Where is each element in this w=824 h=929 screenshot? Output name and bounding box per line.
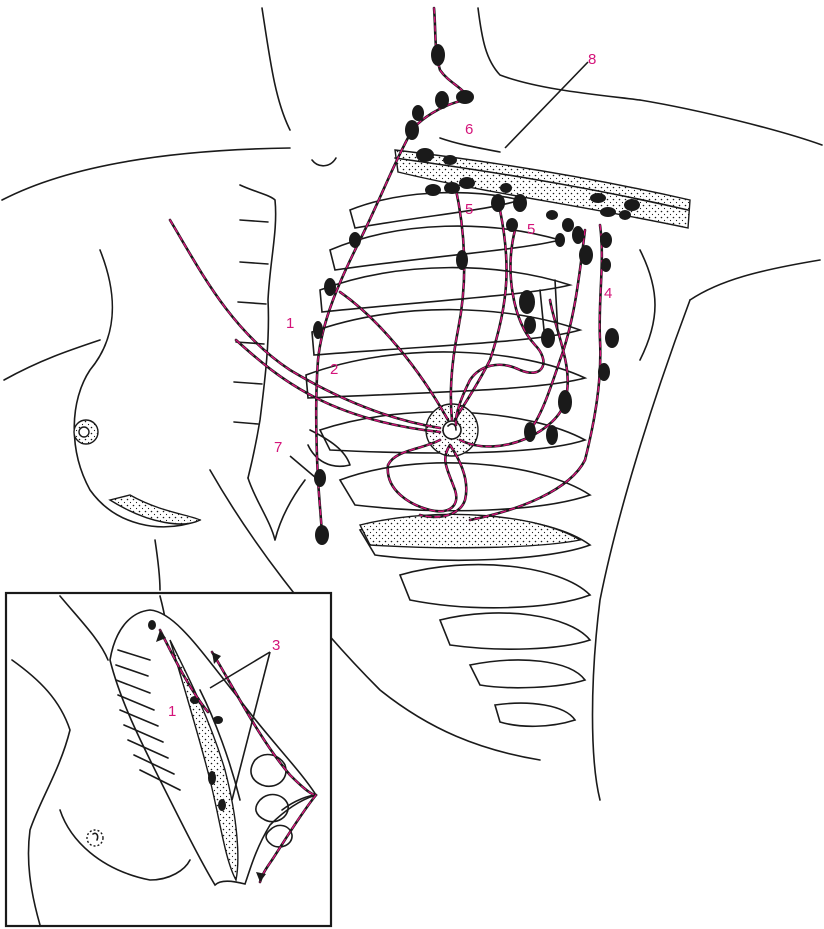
inset-label-1: 1 (168, 703, 176, 720)
lymph-node (619, 210, 631, 220)
label-6: 6 (465, 121, 473, 138)
label-1: 1 (286, 315, 294, 332)
right-axilla-contour (640, 250, 655, 360)
lymph-node (456, 90, 474, 104)
lymph-node (313, 321, 323, 339)
lymph-node (456, 250, 468, 270)
lymph-node (506, 218, 518, 232)
leader-8 (505, 62, 588, 148)
lymph-node (579, 245, 593, 265)
lymph-node (459, 177, 475, 189)
inset-lymph-node (213, 716, 223, 724)
lymph-node (590, 193, 606, 203)
lymph-node (435, 91, 449, 109)
lymph-node (624, 199, 640, 211)
lymph-node (600, 232, 612, 248)
lymph-node (598, 363, 610, 381)
label-5-lower: 5 (527, 221, 535, 238)
lymph-node (605, 328, 619, 348)
lymph-node (315, 525, 329, 545)
inset-sagittal-view: 3 1 (6, 593, 331, 926)
lymph-node (324, 278, 336, 296)
lymph-node (405, 120, 419, 140)
lymph-node (600, 207, 616, 217)
lymph-node (546, 425, 558, 445)
lymph-node (412, 105, 424, 121)
jugular-notch (312, 158, 336, 166)
rib-11 (470, 660, 585, 688)
leader-7 (290, 456, 316, 478)
lymph-node (491, 194, 505, 212)
right-shoulder-contour (640, 100, 822, 145)
lymph-node (546, 210, 558, 220)
left-shoulder-contour (2, 148, 290, 200)
lymph-node (562, 218, 574, 232)
label-7: 7 (274, 439, 282, 456)
label-5-upper: 5 (465, 201, 473, 218)
inset-lymph-node (208, 771, 216, 785)
inset-lymph-node (218, 799, 226, 811)
label-2: 2 (330, 361, 338, 378)
lymph-node (349, 232, 361, 248)
rib-9 (400, 565, 590, 608)
lymph-node (513, 194, 527, 212)
lymph-node (416, 148, 434, 162)
lymph-node (444, 182, 460, 194)
rib-10 (440, 613, 590, 649)
label-4: 4 (604, 285, 612, 302)
lymph-node (431, 44, 445, 66)
lymph-node (601, 258, 611, 272)
lymph-node (425, 184, 441, 196)
left-breast (74, 250, 200, 590)
label-8: 8 (588, 51, 596, 68)
lymph-node (541, 328, 555, 348)
inset-lymph-node (148, 620, 156, 630)
sternum (234, 185, 305, 540)
lymph-node (558, 390, 572, 414)
lymphatic-pathways (170, 8, 602, 535)
lymph-node (443, 155, 457, 165)
neck-right-contour (478, 8, 640, 100)
lymph-node (524, 422, 536, 442)
lymph-node (555, 233, 565, 247)
rib-4 (312, 310, 580, 355)
left-arm-contour (4, 340, 100, 380)
rib-12 (495, 703, 575, 726)
lymph-node (500, 183, 512, 193)
rib-cage (306, 193, 590, 727)
lymph-node (519, 290, 535, 314)
neck-left-contour (262, 8, 290, 130)
right-arm-contour (690, 260, 820, 300)
lymph-node (572, 226, 584, 244)
lymph-node (524, 316, 536, 334)
inset-label-3: 3 (272, 637, 280, 654)
